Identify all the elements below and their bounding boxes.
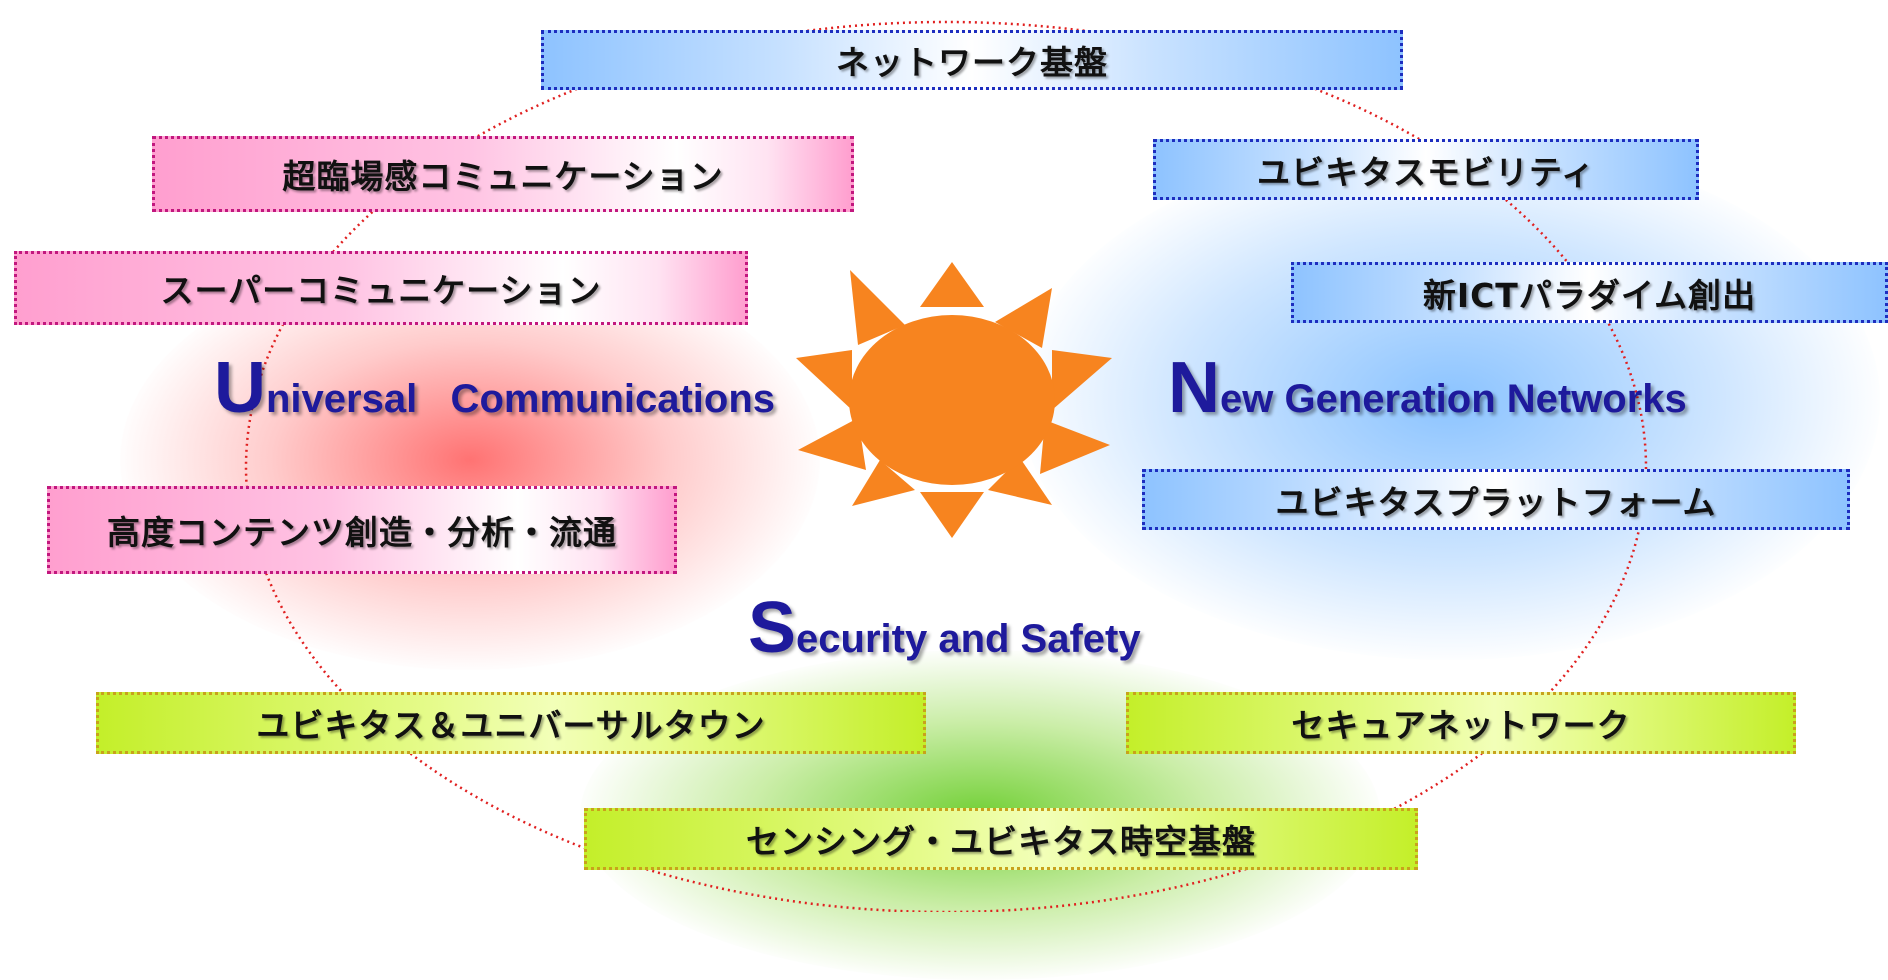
dotted-circle: [244, 20, 1648, 912]
ngn-initial: N: [1168, 348, 1220, 428]
box-sensing-ubiquitous-base: センシング・ユビキタス時空基盤: [584, 808, 1418, 870]
universal-initial: U: [214, 348, 266, 428]
box-super-communication: スーパーコミュニケーション: [14, 251, 748, 325]
box-new-ict-paradigm: 新ICTパラダイム創出: [1291, 262, 1888, 323]
diagram-canvas: [244, 20, 1648, 912]
ngn-rest: ew Generation Networks: [1220, 377, 1687, 421]
sun-icon: [796, 262, 1112, 538]
box-secure-network: セキュアネットワーク: [1126, 692, 1796, 754]
universal-rest: niversal Communications: [266, 377, 776, 421]
security-initial: S: [748, 588, 797, 668]
security-and-safety-heading: S ecurity and Safety: [748, 592, 1141, 664]
box-ubiquitous-platform: ユビキタスプラットフォーム: [1142, 469, 1850, 530]
box-ubiquitous-mobility: ユビキタスモビリティ: [1153, 139, 1699, 200]
new-generation-networks-heading: N ew Generation Networks: [1168, 352, 1687, 424]
box-ultra-realistic-communication: 超臨場感コミュニケーション: [152, 136, 854, 212]
box-ubiquitous-universal-town: ユビキタス＆ユニバーサルタウン: [96, 692, 926, 754]
security-rest: ecurity and Safety: [796, 617, 1141, 661]
box-advanced-content: 高度コンテンツ創造・分析・流通: [47, 486, 677, 574]
box-network-base: ネットワーク基盤: [541, 30, 1403, 90]
universal-communications-heading: U niversal Communications: [214, 352, 775, 424]
